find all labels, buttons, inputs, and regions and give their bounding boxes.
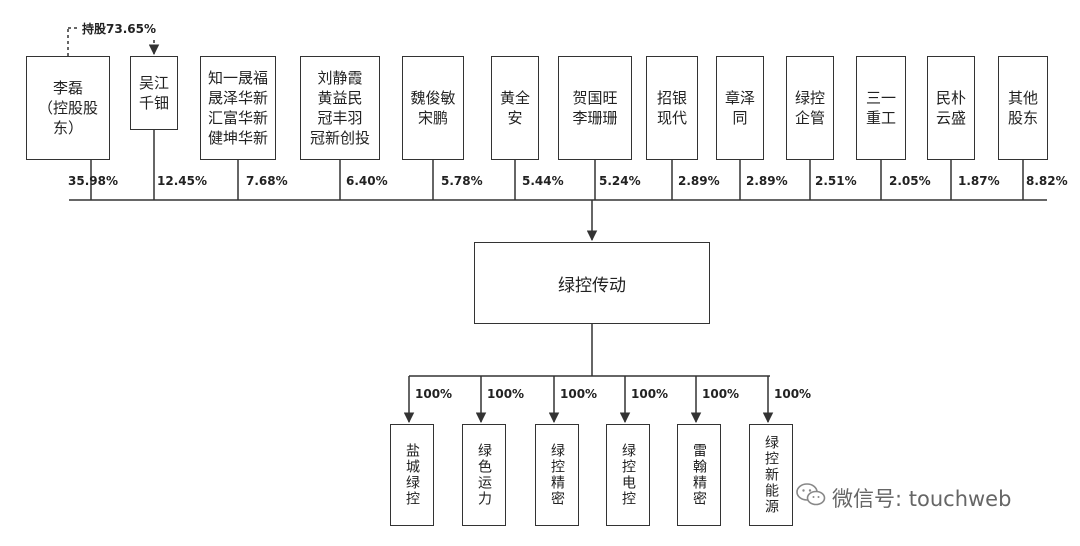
shareholder-box: 贺国旺 李珊珊 [558, 56, 632, 160]
shareholder-box: 绿控 企管 [786, 56, 834, 160]
company-box: 绿控传动 [474, 242, 710, 324]
subsidiary-percentage: 100% [774, 387, 812, 401]
shareholder-percentage: 2.51% [815, 174, 857, 188]
shareholder-percentage: 35.98% [68, 174, 118, 188]
shareholder-percentage: 8.82% [1026, 174, 1068, 188]
shareholder-percentage: 1.87% [958, 174, 1000, 188]
subsidiary-box: 雷翰精密 [677, 424, 721, 526]
subsidiary-box: 绿色运力 [462, 424, 506, 526]
subsidiary-percentage: 100% [415, 387, 453, 401]
subsidiary-box: 绿控精密 [535, 424, 579, 526]
subsidiary-box: 绿控新能源 [749, 424, 793, 526]
watermark-text: 微信号: touchweb [832, 486, 1012, 511]
subsidiary-percentage: 100% [702, 387, 740, 401]
shareholder-percentage: 5.78% [441, 174, 483, 188]
shareholder-box: 其他 股东 [998, 56, 1048, 160]
shareholder-percentage: 2.05% [889, 174, 931, 188]
shareholder-percentage: 2.89% [678, 174, 720, 188]
subsidiary-box: 盐城绿控 [390, 424, 434, 526]
shareholder-percentage: 7.68% [246, 174, 288, 188]
subsidiary-percentage: 100% [560, 387, 598, 401]
subsidiary-percentage: 100% [631, 387, 669, 401]
wechat-icon [796, 482, 826, 513]
shareholder-percentage: 5.44% [522, 174, 564, 188]
shareholder-box: 黄全 安 [491, 56, 539, 160]
subsidiary-box: 绿控电控 [606, 424, 650, 526]
shareholder-percentage: 2.89% [746, 174, 788, 188]
shareholder-percentage: 12.45% [157, 174, 207, 188]
shareholder-box: 三一 重工 [856, 56, 906, 160]
shareholder-box: 魏俊敏 宋鹏 [402, 56, 464, 160]
shareholder-box: 知一晟福 晟泽华新 汇富华新 健坤华新 [200, 56, 276, 160]
holding-label: 持股73.65% [80, 20, 158, 37]
watermark: 微信号: touchweb [796, 482, 1011, 513]
shareholder-box: 吴江 千钿 [130, 56, 178, 130]
subsidiary-percentage: 100% [487, 387, 525, 401]
shareholder-box: 招银 现代 [646, 56, 698, 160]
shareholder-box: 刘静霞 黄益民 冠丰羽 冠新创投 [300, 56, 380, 160]
shareholder-box: 李磊 （控股股 东） [26, 56, 110, 160]
shareholder-percentage: 5.24% [599, 174, 641, 188]
shareholder-box: 民朴 云盛 [927, 56, 975, 160]
shareholder-percentage: 6.40% [346, 174, 388, 188]
shareholder-box: 章泽 同 [716, 56, 764, 160]
